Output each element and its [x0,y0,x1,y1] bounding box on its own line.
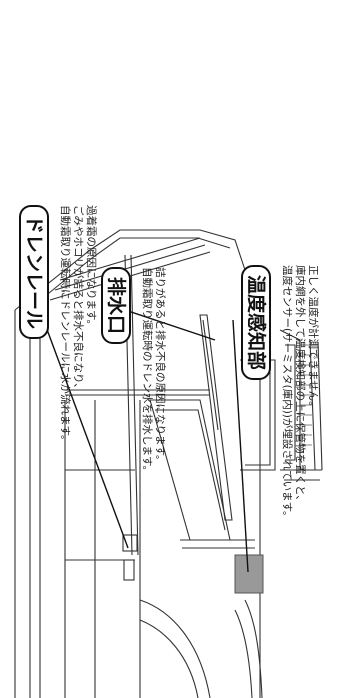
drain-rail-text-2: ごみやホコリが詰ると排水不良になり、 [72,205,84,394]
temperature-sensor-label: 温度感知部 [241,265,271,381]
drain-outlet-text-2: 詰りがあると排水不良の原因になります。 [154,267,166,466]
drain-outlet-label: 排水口 [101,267,131,345]
drain-rail-text-1: 自動霜取り運転時にドレンレールに水が流れます。 [59,205,71,446]
temperature-sensor-area [234,554,264,594]
temperature-sensor-text-2: 庫内網を外して温度検知部の上に保管物を置くと、 [294,265,306,506]
drain-outlet-text-1: 自動霜取り運転時のドレン水を排水します。 [141,267,153,476]
temperature-sensor-text-1: 温度センサー(サーミスタ(庫内))が埋設されています。 [281,265,293,522]
drain-rail-label: ドレンレール [19,205,49,340]
temperature-sensor-text-3: 正しく温度が計測できません。 [307,265,319,412]
drain-rail-text-3: 過着霜の原因になります。 [85,205,97,330]
